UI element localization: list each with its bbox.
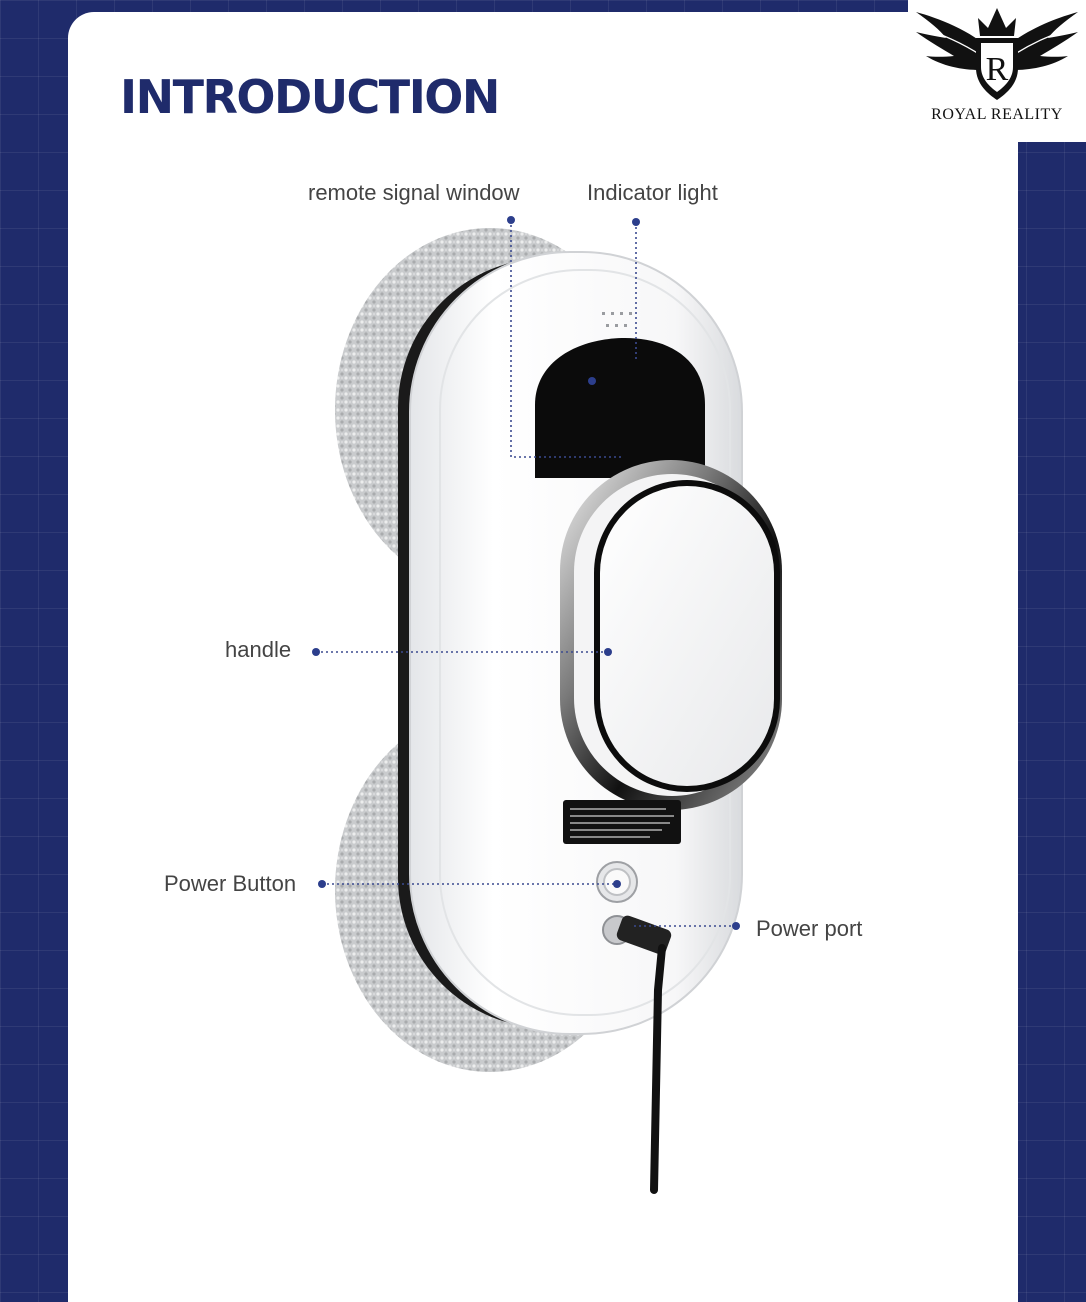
power-cable	[650, 944, 666, 1194]
power-port	[602, 915, 672, 1194]
callout-dot	[318, 880, 326, 888]
indicator-light-dots	[602, 312, 632, 327]
page-title: INTRODUCTION	[120, 70, 500, 124]
callout-dot	[613, 880, 621, 888]
label-remote-signal-window: remote signal window	[308, 180, 520, 205]
crown-wings-emblem-icon: R	[916, 8, 1078, 100]
label-power-port: Power port	[756, 916, 863, 941]
callout-dot	[604, 648, 612, 656]
label-indicator-light: Indicator light	[587, 180, 718, 205]
callout-dot	[507, 216, 515, 224]
callout-dot	[312, 648, 320, 656]
brand-name: ROYAL REALITY	[931, 106, 1063, 123]
label-handle: handle	[225, 637, 292, 662]
callout-dot	[732, 922, 740, 930]
logo-monogram: R	[986, 51, 1009, 88]
handle-cap	[600, 486, 774, 786]
leader-remote-signal-window	[510, 220, 622, 458]
brand-logo: R ROYAL REALITY	[908, 0, 1086, 142]
label-power-button: Power Button	[164, 871, 297, 896]
callout-dot	[588, 377, 596, 385]
callout-dot	[632, 218, 640, 226]
remote-signal-window	[535, 338, 705, 478]
instruction-sticker	[563, 800, 681, 844]
